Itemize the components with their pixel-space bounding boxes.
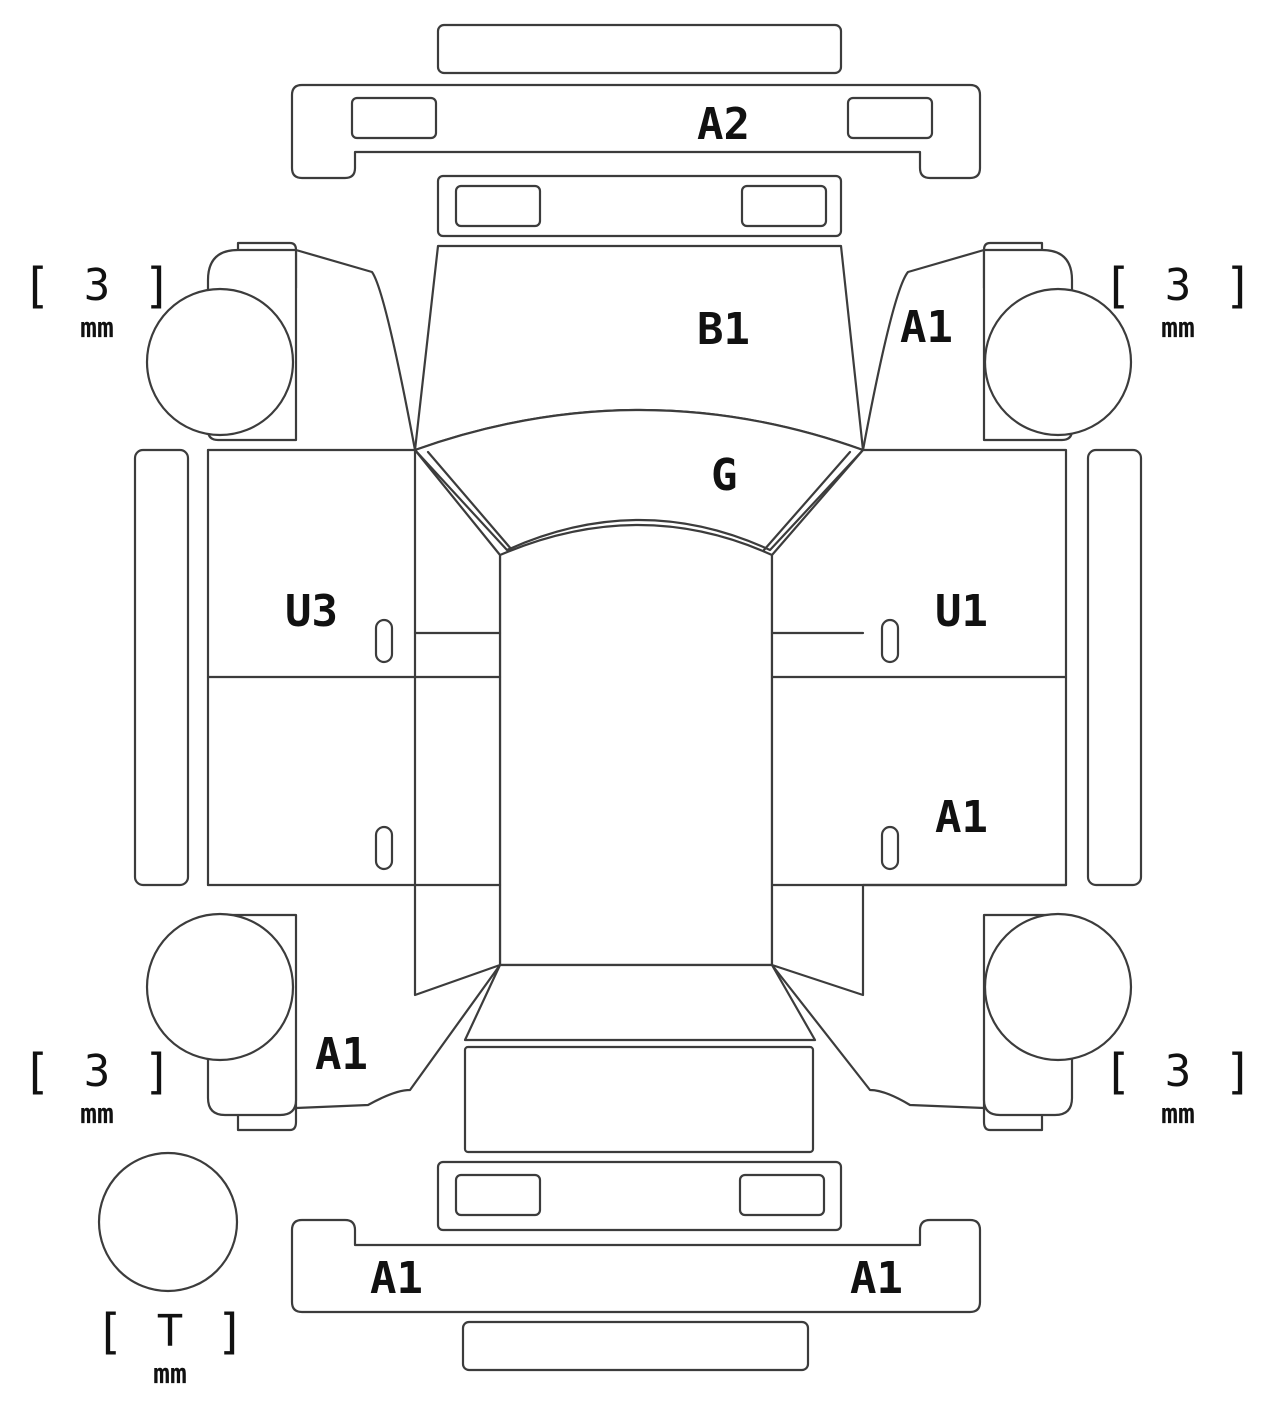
bracket-close: ] — [1224, 258, 1253, 314]
rear-bumper — [290, 83, 982, 180]
tread-depth-value: 3 — [1164, 1046, 1192, 1097]
headlamp-left — [454, 1173, 542, 1217]
bracket-close: ] — [143, 258, 172, 314]
tread-depth-unit: mm — [80, 311, 114, 344]
tread-depth-rear-right: [ 3 ] mm — [1103, 262, 1253, 352]
spare-tire — [97, 1151, 239, 1293]
front-bottom-strip — [461, 1320, 810, 1372]
tread-depth-spare: [ T ] mm — [95, 1308, 245, 1398]
right-rear-quarter — [861, 248, 986, 452]
bracket-close: ] — [1224, 1044, 1253, 1100]
tread-depth-value: 3 — [83, 260, 111, 311]
rear-panel-lamp-right — [740, 184, 828, 228]
bracket-open: [ — [22, 258, 51, 314]
headlamp-right — [738, 1173, 826, 1217]
damage-label-front-bumper-left: A1 — [370, 1253, 423, 1304]
damage-label-left-rear-door: U3 — [285, 586, 338, 637]
left-front-quarter — [294, 963, 502, 1110]
right-body-side — [770, 448, 1068, 997]
bracket-open: [ — [1103, 1044, 1132, 1100]
windshield — [463, 963, 817, 1042]
right-rear-handle — [880, 618, 900, 664]
left-rocker — [133, 448, 190, 887]
tread-depth-unit: mm — [80, 1097, 114, 1130]
tread-depth-unit: mm — [1161, 1097, 1195, 1130]
rear-panel-lamp-left — [454, 184, 542, 228]
bracket-open: [ — [95, 1304, 124, 1360]
roof-panel — [413, 408, 865, 552]
front-hood — [463, 1045, 815, 1154]
bracket-close: ] — [216, 1304, 245, 1360]
tire-rear-left — [145, 287, 295, 437]
tread-depth-front-right: [ 3 ] mm — [1103, 1048, 1253, 1138]
cabin-roof — [498, 524, 774, 967]
right-front-handle — [880, 825, 900, 871]
left-front-handle — [374, 825, 394, 871]
bracket-open: [ — [22, 1044, 51, 1100]
tire-front-right — [983, 912, 1133, 1062]
damage-label-right-rear-door: U1 — [935, 586, 988, 637]
right-front-quarter — [770, 963, 986, 1110]
tire-front-left — [145, 912, 295, 1062]
damage-label-right-front-door: A1 — [935, 792, 988, 843]
rear-bumper-light-left — [350, 96, 438, 140]
left-body-side — [206, 448, 502, 997]
tread-depth-unit: mm — [1161, 311, 1195, 344]
tread-depth-front-left: [ 3 ] mm — [22, 1048, 172, 1138]
rear-top-strip — [436, 23, 843, 75]
damage-label-front-bumper-right: A1 — [850, 1253, 903, 1304]
damage-label-rear-bumper: A2 — [697, 99, 750, 150]
left-rear-quarter — [294, 248, 417, 452]
damage-label-front-right-fender: A1 — [900, 302, 953, 353]
damage-label-roof: G — [711, 450, 738, 501]
rear-bumper-light-right — [846, 96, 934, 140]
tread-depth-value: T — [156, 1306, 184, 1357]
bracket-open: [ — [1103, 258, 1132, 314]
left-rear-handle — [374, 618, 394, 664]
tire-rear-right — [983, 287, 1133, 437]
roof-pillar-right — [762, 450, 852, 552]
tread-depth-unit: mm — [153, 1357, 187, 1390]
tread-depth-value: 3 — [1164, 260, 1192, 311]
front-bumper — [290, 1218, 982, 1314]
tread-depth-value: 3 — [83, 1046, 111, 1097]
damage-label-left-front-fender: A1 — [315, 1029, 368, 1080]
bracket-close: ] — [143, 1044, 172, 1100]
roof-pillar-left — [426, 450, 514, 552]
damage-label-hood: B1 — [697, 304, 750, 355]
right-rocker — [1086, 448, 1143, 887]
tread-depth-rear-left: [ 3 ] mm — [22, 262, 172, 352]
